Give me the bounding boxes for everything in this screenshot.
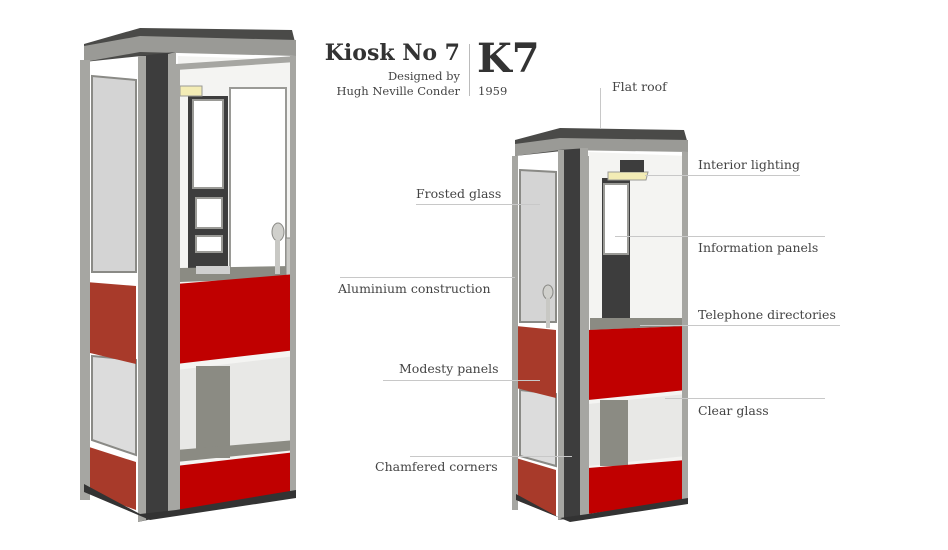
kiosk-title: Kiosk No 7	[324, 40, 460, 66]
title-divider	[469, 44, 470, 96]
large-light	[179, 85, 203, 97]
large-kiosk	[80, 28, 296, 522]
small-kiosk	[512, 128, 688, 522]
designed-by-text: Designed by	[387, 69, 460, 83]
rule-telephone-directories	[640, 325, 840, 326]
label-interior-lighting: Interior lighting	[698, 157, 800, 172]
rule-modesty-panels	[383, 380, 540, 381]
label-clear-glass: Clear glass	[698, 403, 769, 418]
model-code: K7	[477, 35, 540, 82]
large-front-red-panel	[176, 274, 296, 364]
large-handset	[271, 222, 285, 242]
rule-flat-roof	[600, 88, 601, 128]
rule-chamfered-corners	[410, 456, 572, 457]
large-side-glass	[91, 74, 137, 273]
label-modesty-panels: Modesty panels	[399, 361, 499, 376]
rule-clear-glass	[665, 398, 825, 399]
rule-information-panels	[615, 236, 825, 237]
large-side-red-panel	[86, 282, 136, 364]
label-flat-roof: Flat roof	[612, 79, 667, 94]
label-chamfered-corners: Chamfered corners	[375, 459, 498, 474]
rule-aluminium-construction	[340, 277, 515, 278]
label-telephone-directories: Telephone directories	[698, 307, 836, 322]
model-year: 1959	[478, 84, 508, 98]
label-frosted-glass: Frosted glass	[416, 186, 502, 201]
label-aluminium-construction: Aluminium construction	[338, 281, 491, 296]
rule-frosted-glass	[416, 204, 540, 205]
large-info-panel	[192, 99, 224, 189]
label-information-panels: Information panels	[698, 240, 819, 255]
designer-name: Hugh Neville Conder	[336, 84, 460, 98]
rule-interior-lighting	[645, 175, 800, 176]
